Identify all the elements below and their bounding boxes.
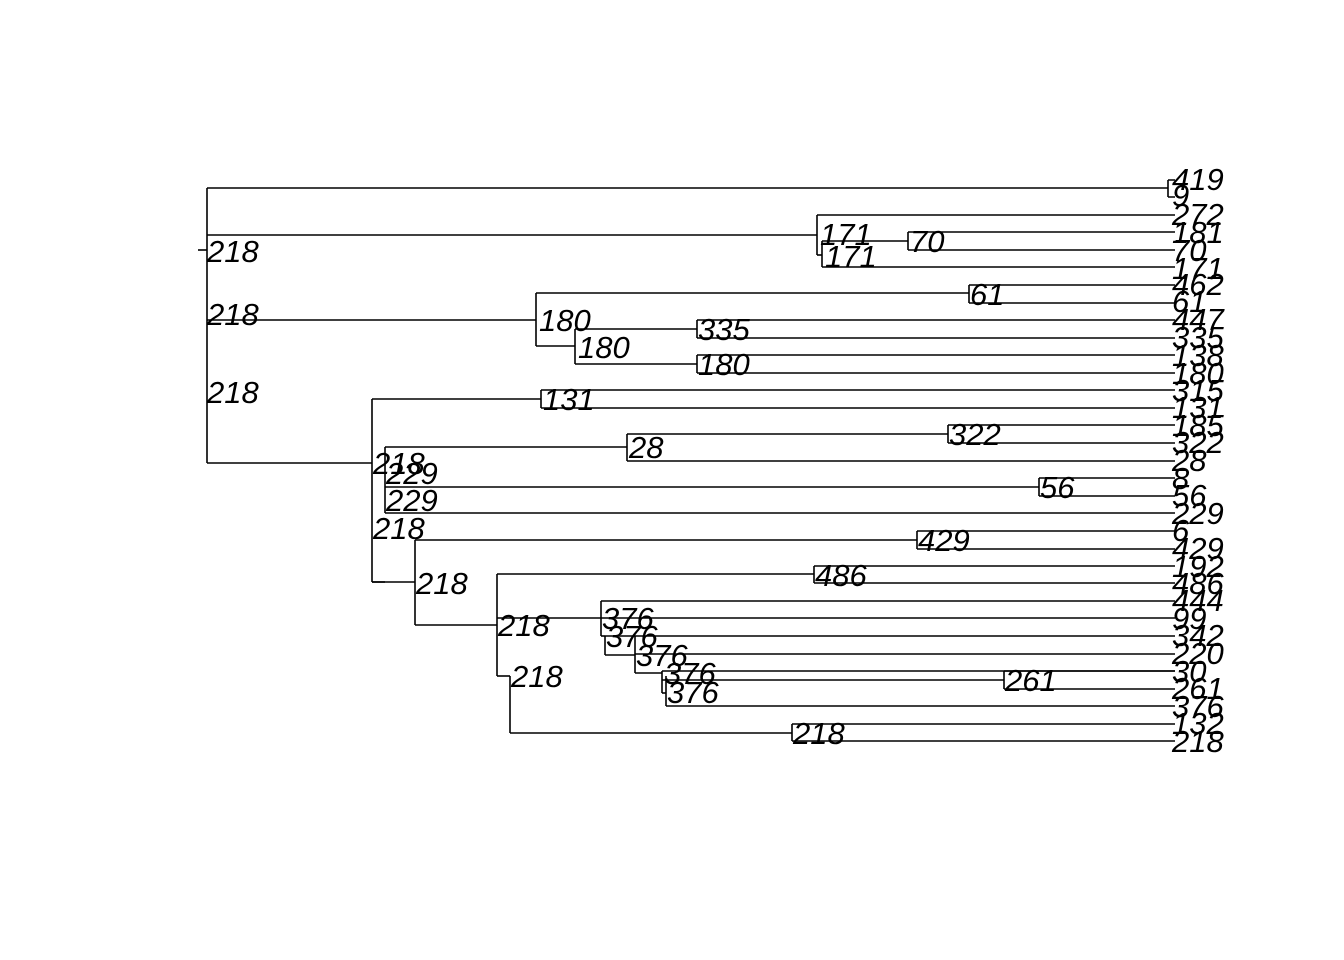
node-label: 229 bbox=[385, 483, 438, 518]
tip-label: 30 bbox=[1172, 654, 1206, 689]
node-label: 180 bbox=[578, 330, 630, 365]
node-label: 180 bbox=[539, 303, 591, 338]
tip-label: 447 bbox=[1172, 302, 1225, 337]
tip-label: 9 bbox=[1172, 178, 1189, 213]
node-label: 335 bbox=[698, 312, 750, 347]
node-label: 218 bbox=[206, 375, 259, 410]
tip-label: 28 bbox=[1171, 443, 1207, 478]
tip-label: 8 bbox=[1172, 461, 1190, 496]
tip-label: 56 bbox=[1172, 478, 1207, 513]
tip-label: 486 bbox=[1172, 566, 1224, 601]
node-label: 218 bbox=[415, 566, 468, 601]
node-label: 218 bbox=[372, 511, 425, 546]
tip-label: 185 bbox=[1172, 408, 1224, 443]
tip-label: 131 bbox=[1172, 390, 1224, 425]
node-label: 218 bbox=[372, 446, 425, 481]
node-label: 218 bbox=[792, 716, 845, 751]
tip-label: 376 bbox=[1172, 689, 1224, 724]
node-label: 429 bbox=[918, 523, 970, 558]
node-label: 218 bbox=[206, 234, 259, 269]
node-label: 218 bbox=[510, 659, 563, 694]
node-label: 171 bbox=[825, 239, 877, 274]
tip-label: 315 bbox=[1172, 373, 1224, 408]
node-label: 218 bbox=[497, 608, 550, 643]
tip-label: 99 bbox=[1172, 601, 1206, 636]
tip-label: 272 bbox=[1171, 197, 1224, 232]
tree-edges bbox=[198, 179, 1175, 742]
tip-label: 192 bbox=[1172, 549, 1224, 584]
node-label: 180 bbox=[698, 347, 750, 382]
tip-labels: 419 9 272 181 70 171 462 61 447 335 138 … bbox=[1171, 162, 1225, 759]
node-label: 218 bbox=[206, 297, 259, 332]
tip-label: 261 bbox=[1171, 671, 1224, 706]
tip-label: 462 bbox=[1172, 267, 1224, 302]
tip-label: 444 bbox=[1172, 583, 1224, 618]
node-label: 70 bbox=[910, 224, 944, 259]
tip-label: 132 bbox=[1172, 706, 1224, 741]
node-label: 376 bbox=[636, 638, 688, 673]
node-label: 486 bbox=[815, 558, 867, 593]
tip-label: 419 bbox=[1172, 162, 1224, 197]
node-label: 322 bbox=[949, 417, 1001, 452]
tip-label: 171 bbox=[1172, 251, 1224, 286]
node-label: 261 bbox=[1004, 663, 1057, 698]
tip-label: 335 bbox=[1172, 320, 1224, 355]
node-label: 28 bbox=[628, 430, 664, 465]
tip-label: 138 bbox=[1172, 338, 1224, 373]
tip-label: 61 bbox=[1172, 284, 1206, 319]
node-labels: 218 218 218 171 171 70 180 180 61 335 18… bbox=[206, 217, 1075, 751]
node-label: 229 bbox=[385, 456, 438, 491]
tip-label: 181 bbox=[1172, 215, 1224, 250]
tip-label: 342 bbox=[1172, 618, 1224, 653]
node-label: 171 bbox=[820, 217, 872, 252]
node-label: 376 bbox=[667, 675, 719, 710]
node-label: 376 bbox=[664, 656, 716, 691]
node-label: 61 bbox=[970, 277, 1004, 312]
tip-label: 218 bbox=[1171, 724, 1224, 759]
node-label: 376 bbox=[602, 601, 654, 636]
node-label: 56 bbox=[1040, 470, 1075, 505]
tip-label: 6 bbox=[1172, 513, 1190, 548]
tip-label: 220 bbox=[1171, 636, 1224, 671]
node-label: 131 bbox=[543, 382, 595, 417]
node-label: 376 bbox=[606, 619, 658, 654]
tip-label: 70 bbox=[1172, 233, 1206, 268]
tip-label: 229 bbox=[1171, 496, 1224, 531]
tip-label: 180 bbox=[1172, 356, 1224, 391]
tip-label: 429 bbox=[1172, 531, 1224, 566]
tip-label: 322 bbox=[1172, 425, 1224, 460]
